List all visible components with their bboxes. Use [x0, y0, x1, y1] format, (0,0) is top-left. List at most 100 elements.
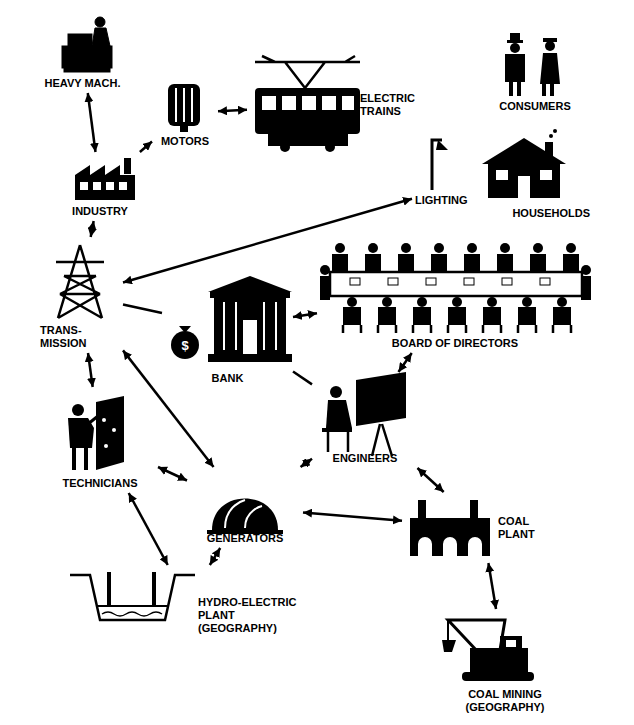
board-of-directors-icon-part — [332, 243, 348, 272]
lighting-household-icon-part — [540, 170, 552, 180]
consumers-icon-part — [510, 43, 520, 53]
coal-mining-icon-part — [448, 620, 505, 652]
node-label: TECHNICIANS — [62, 477, 137, 490]
engineer-icon-part — [326, 400, 352, 428]
factory-icon-part — [119, 182, 127, 190]
connector-arrow — [88, 93, 96, 152]
board-of-directors-icon-part — [365, 243, 381, 272]
coal-plant-icon-part — [418, 500, 426, 520]
connector-arrow — [210, 548, 220, 565]
technician-icon-part — [102, 418, 106, 422]
engineer-icon-part — [330, 386, 342, 398]
heavy-machine-icon-part — [95, 17, 105, 27]
board-of-directors-icon-part-part — [398, 254, 414, 272]
electric-train-icon-part — [268, 134, 348, 146]
board-of-directors-icon-part-part — [347, 297, 357, 307]
node-label: ELECTRIC TRAINS — [360, 92, 430, 118]
board-of-directors-icon-part-part — [563, 254, 579, 272]
coal-mining-icon-part — [500, 636, 522, 650]
board-of-directors-icon-part — [497, 243, 513, 272]
transmission-tower-icon — [56, 245, 104, 318]
board-of-directors-icon-part-part — [530, 254, 546, 272]
electric-train-icon-part — [322, 96, 336, 110]
generator-icon — [207, 499, 283, 535]
factory-icon-part — [106, 182, 114, 190]
node-label: HEAVY MACH. — [45, 77, 121, 90]
heavy-machine-icon-part — [92, 28, 110, 46]
board-of-directors-icon-part-part — [335, 243, 345, 253]
board-of-directors-icon-part — [330, 272, 582, 296]
engineer-icon-part — [356, 372, 406, 426]
lighting-household-icon-part — [436, 140, 448, 150]
consumers-icon — [505, 33, 560, 96]
lighting-household-icon-part — [482, 138, 566, 164]
board-of-directors-icon-part-part — [401, 243, 411, 253]
network-node: COAL MINING (GEOGRAPHY) — [435, 612, 575, 714]
connector-arrow — [140, 142, 152, 152]
technician-icon-part — [104, 444, 108, 448]
electric-train-icon-part — [255, 88, 360, 134]
board-of-directors-icon-part-part — [522, 297, 532, 307]
electric-train-icon-part — [302, 96, 316, 110]
network-node: COAL PLANT — [405, 495, 560, 560]
board-of-directors-icon-part-part — [413, 325, 431, 333]
bank-icon-part — [243, 320, 257, 354]
board-of-directors-icon-part — [378, 297, 396, 333]
hydro-plant-icon-part — [98, 605, 167, 607]
network-node: ENGINEERS — [315, 375, 415, 465]
bank-icon-part — [208, 276, 292, 292]
board-of-directors-icon-part — [483, 297, 501, 333]
coal-mining-icon-part — [470, 648, 528, 672]
lighting-household-icon-part — [496, 170, 508, 180]
connector-arrow — [293, 313, 317, 317]
technician-icon-part — [72, 404, 84, 416]
coal-mining-icon — [442, 620, 534, 681]
board-of-directors-icon-part-part — [343, 307, 361, 325]
coal-mining-icon-part — [462, 672, 534, 681]
board-of-directors-icon-part-part — [483, 325, 501, 333]
board-of-directors-icon-part-part — [452, 297, 462, 307]
coal-plant-icon-part — [410, 518, 490, 556]
connector-arrow — [218, 110, 247, 111]
electric-train-icon-part — [282, 96, 296, 110]
lighting-household-icon-part — [553, 129, 557, 133]
technician-icon-part — [74, 448, 86, 470]
board-of-directors-icon-part — [448, 297, 466, 333]
board-of-directors-icon — [320, 243, 591, 333]
board-of-directors-icon-part-part — [518, 307, 536, 325]
board-of-directors-icon-part-part — [500, 243, 510, 253]
engineer-icon-part — [372, 424, 392, 456]
bank-icon-part — [208, 354, 292, 362]
board-of-directors-icon-part-part — [557, 297, 567, 307]
board-of-directors-icon-part-part — [448, 307, 466, 325]
network-node: HEAVY MACH. — [35, 15, 130, 90]
board-of-directors-icon-part-part — [378, 325, 396, 333]
engineer-icon-part — [322, 428, 352, 432]
board-of-directors-icon-part-part — [497, 254, 513, 272]
board-of-directors-icon-part — [464, 243, 480, 272]
connector-arrow — [123, 350, 214, 467]
connector-arrow — [303, 512, 402, 520]
network-node: BANK — [165, 270, 290, 385]
motor-icon-part — [168, 84, 200, 126]
board-of-directors-icon-part-part — [487, 297, 497, 307]
board-of-directors-icon-part-part — [434, 243, 444, 253]
connector-arrow — [88, 353, 93, 387]
board-of-directors-icon-part — [581, 276, 591, 300]
motor-icon — [168, 84, 200, 132]
connector-arrow — [91, 221, 94, 237]
engineer-icon-part — [328, 432, 348, 452]
connector-arrow — [293, 372, 312, 385]
network-node: TECHNICIANS — [45, 390, 155, 490]
board-of-directors-icon-part-part — [413, 307, 431, 325]
motor-icon-part — [176, 88, 192, 122]
network-node: CONSUMERS — [480, 35, 590, 113]
coal-plant-icon-part — [470, 500, 478, 520]
bank-icon-part — [171, 331, 199, 359]
board-of-directors-icon-part-part — [518, 325, 536, 333]
consumers-icon-part — [545, 41, 555, 51]
board-of-directors-icon-part-part — [483, 307, 501, 325]
connector-arrow — [398, 353, 411, 372]
network-node: INDUSTRY — [60, 155, 140, 218]
